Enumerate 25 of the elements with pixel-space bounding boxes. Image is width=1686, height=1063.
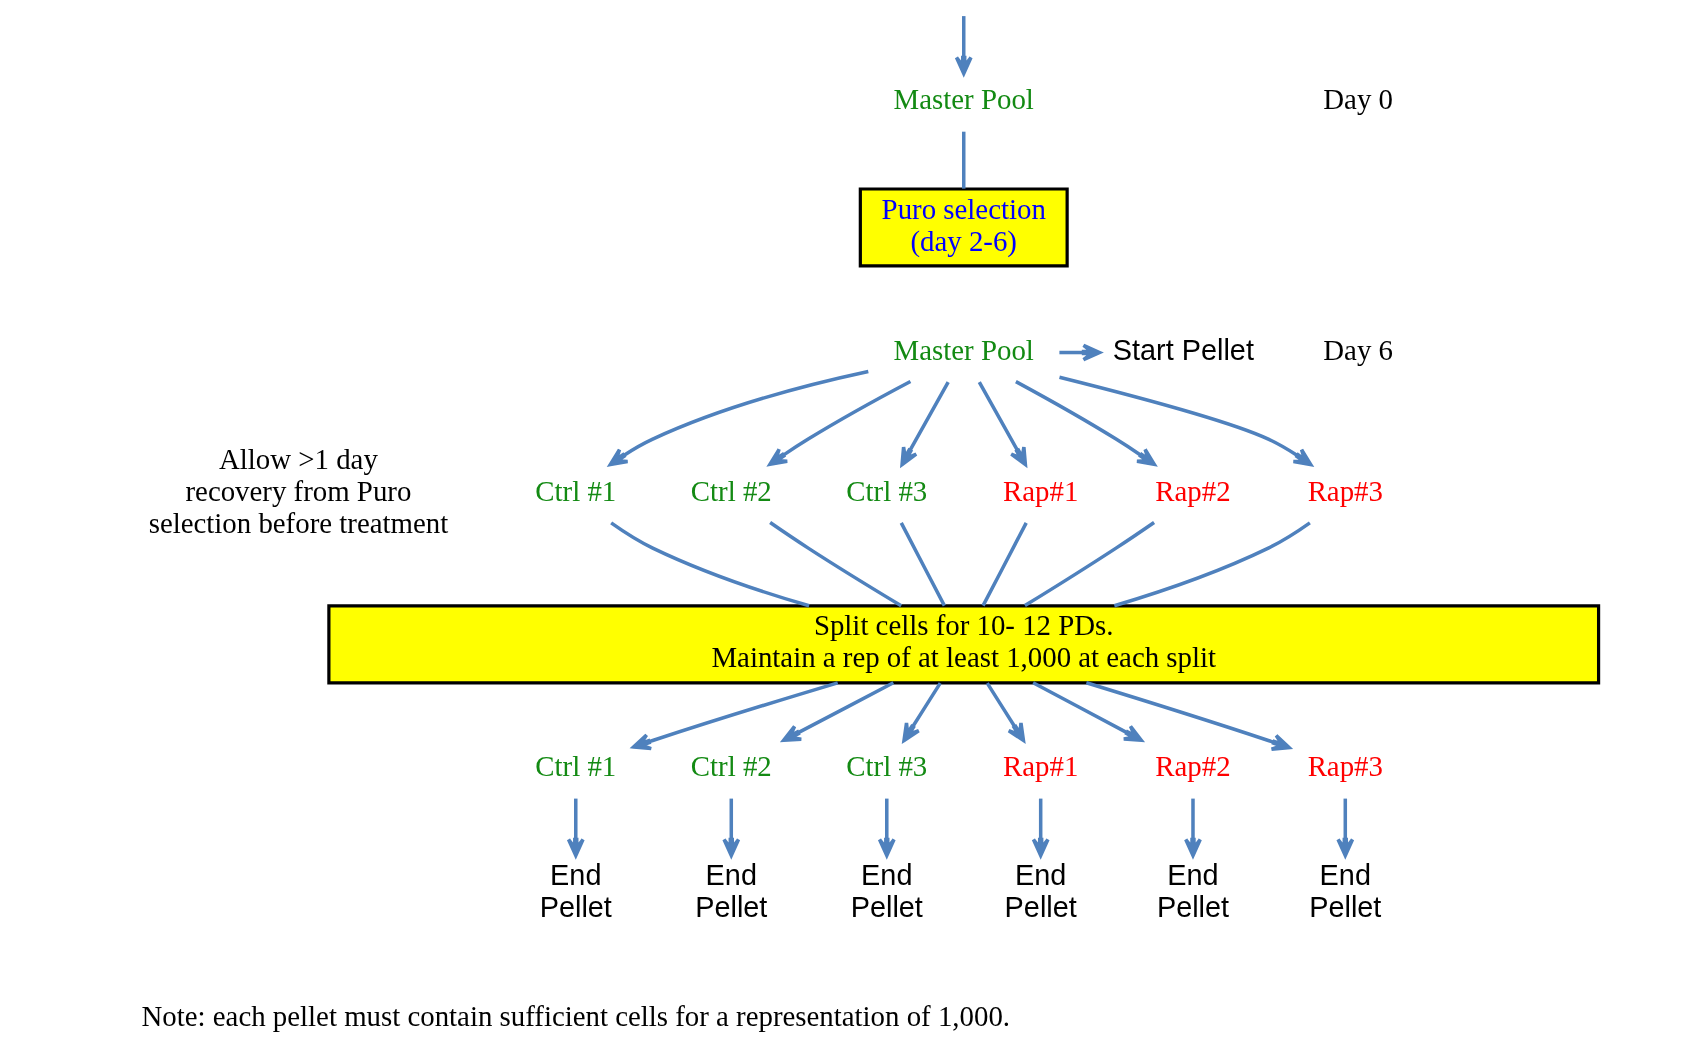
node-text: Rap#2 [1154,474,1231,507]
node-text: End Pellet [1156,859,1229,924]
node-text: Ctrl #2 [690,750,772,783]
node-text: Rap#3 [1307,474,1383,507]
node-text: Rap#1 [1002,474,1078,507]
node-text: Ctrl #2 [690,474,772,507]
node-text: Rap#1 [1002,750,1078,783]
node-text: Master Pool [893,333,1034,366]
node-text: Ctrl #1 [534,474,616,507]
node-text: Ctrl #3 [845,750,927,783]
node-text: Ctrl #3 [845,474,927,507]
label: Note: each pellet must contain sufficient cells for a representation of 1,000. [141,1000,1010,1033]
node-text: Rap#3 [1307,750,1383,783]
node-text: Start Pellet [1112,333,1254,366]
node-text: Master Pool [893,83,1034,116]
node-text: End Pellet [694,859,767,924]
label: Day 0 [1322,83,1393,116]
node-text: End Pellet [1004,859,1077,924]
node-text: Rap#2 [1154,750,1231,783]
label: Day 6 [1322,333,1393,366]
node-text: Ctrl #1 [534,750,616,783]
node-text: End Pellet [539,859,612,924]
node-text: End Pellet [1308,859,1381,924]
node-text: End Pellet [850,859,923,924]
label: Allow >1 day recovery from Puro selection before treatment [148,442,448,539]
